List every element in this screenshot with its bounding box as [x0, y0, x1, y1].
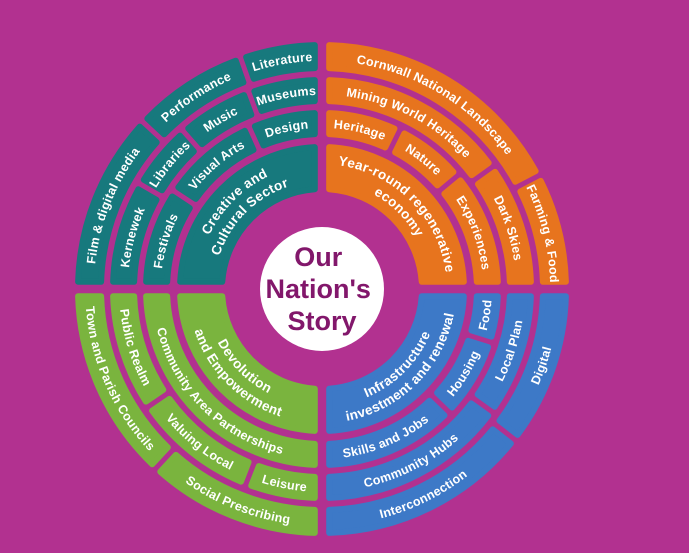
center-title: Our Nation's Story [266, 242, 379, 336]
center-title-line: Nation's [266, 274, 371, 304]
segment-literature: Literature [243, 42, 318, 82]
segment-arc [75, 293, 171, 468]
segment-label: Food [476, 299, 495, 332]
segment-arc [474, 293, 534, 410]
center-title-line: Story [287, 306, 356, 336]
segment-arc [110, 293, 167, 405]
segment-arc [326, 42, 539, 185]
segment-arc [144, 57, 247, 138]
segment-arc [326, 397, 448, 468]
segment-arc [496, 293, 569, 438]
segment-design: Design [251, 110, 318, 149]
segment-arc [75, 123, 160, 285]
segment-housing: Housing [434, 337, 492, 411]
segment-leisure: Leisure [248, 463, 318, 501]
segment-arc [177, 293, 318, 434]
center-circle [260, 227, 384, 351]
segment-arc [110, 186, 160, 285]
segment-arc [177, 144, 318, 285]
segment-arc [243, 42, 318, 82]
segment-local-plan: Local Plan [474, 293, 534, 410]
segment-arc [326, 110, 398, 151]
segment-arc [251, 77, 318, 114]
segment-arc [175, 127, 257, 202]
segment-food: Food [468, 293, 501, 340]
segment-arc [326, 426, 514, 536]
segment-arc [149, 395, 252, 485]
segment-arc [185, 92, 255, 148]
segment-arc [392, 130, 457, 189]
segment-arc [326, 293, 467, 434]
segment-arc [143, 293, 318, 468]
segment-arc [441, 177, 501, 285]
segment-arc [517, 177, 569, 285]
segment-arc [326, 77, 492, 179]
segment-heritage: Heritage [326, 110, 398, 151]
center-title-line: Our [294, 242, 342, 272]
segment-arc [434, 337, 492, 411]
segment-arc [468, 293, 501, 340]
segment-arc [326, 400, 492, 501]
segment-arc [140, 132, 197, 194]
segment-arc [475, 168, 534, 285]
segment-arc [326, 144, 467, 285]
segment-arc [157, 451, 318, 536]
segment-museums: Museums [251, 77, 318, 114]
segment-arc [143, 193, 193, 285]
segment-arc [251, 110, 318, 149]
segment-arc [248, 463, 318, 501]
segment-digital: Digital [496, 293, 569, 438]
quadrant-year-round-regenerative-economy: Year-round regenerativeeconomyHeritageNa… [326, 42, 569, 285]
